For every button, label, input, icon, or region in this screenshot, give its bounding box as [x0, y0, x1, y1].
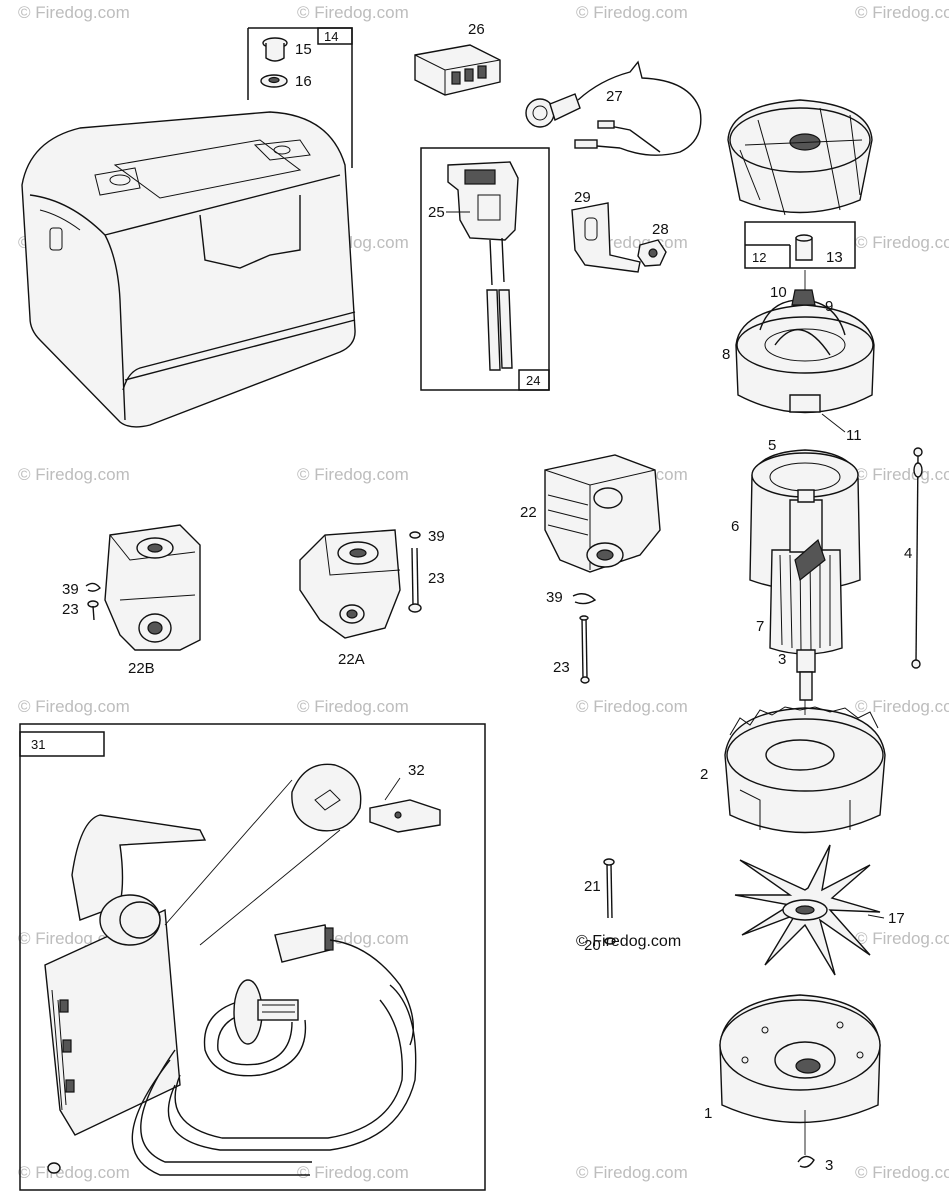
callout-4: 4: [904, 545, 912, 562]
callout-28: 28: [652, 221, 669, 238]
watermark: © Firedog.com: [576, 697, 688, 716]
bolt-21-icon: [603, 858, 615, 919]
callout-3b: 3: [825, 1157, 833, 1174]
end-cap-icon: [727, 99, 873, 216]
callout-26: 26: [468, 21, 485, 38]
callout-27: 27: [606, 88, 623, 105]
controller-body-icon: [44, 814, 207, 1136]
watermark: © Firedog.com: [855, 1163, 949, 1182]
part-12-group: 12 13: [727, 99, 873, 269]
callout-22b: 22B: [128, 660, 155, 677]
callout-9: 9: [825, 298, 833, 315]
callout-2: 2: [700, 766, 708, 783]
callout-14: 14: [324, 29, 338, 44]
callout-39c: 39: [546, 589, 563, 606]
callout-3a: 3: [778, 651, 786, 668]
callout-39b: 39: [428, 528, 445, 545]
part-14-group: 14 15 16: [247, 27, 353, 168]
callout-23c: 23: [553, 659, 570, 676]
pump-22a-icon: [299, 529, 401, 639]
connector-26-icon: [414, 44, 501, 96]
watermark: © Firedog.com: [297, 697, 409, 716]
harness-connector-icon: [274, 924, 415, 1046]
stator-assembly-icon: [735, 289, 875, 414]
bracket-29-icon: [571, 202, 641, 273]
callout-25: 25: [428, 204, 445, 221]
callout-29: 29: [574, 189, 591, 206]
copyright-stamp: © Firedog.com: [576, 933, 681, 950]
clip-39-icon: [572, 593, 597, 605]
nut-28-icon: [637, 239, 667, 267]
callout-31: 31: [31, 737, 45, 752]
callout-10: 10: [770, 284, 787, 301]
callout-17: 17: [888, 910, 905, 927]
washer-16-icon: [260, 74, 288, 88]
watermark: © Firedog.com: [855, 3, 949, 22]
watermark: © Firedog.com: [18, 465, 130, 484]
flywheel-1-icon: [719, 994, 881, 1124]
callout-16: 16: [295, 73, 312, 90]
callout-5: 5: [768, 437, 776, 454]
engine-cover: [21, 111, 356, 428]
watermark: © Firedog.com: [855, 465, 949, 484]
watermark: © Firedog.com: [297, 1163, 409, 1182]
cam-disc-icon: [291, 763, 362, 832]
watermark: © Firedog.com: [576, 3, 688, 22]
watermark: © Firedog.com: [855, 697, 949, 716]
callout-23b: 23: [428, 570, 445, 587]
callout-11: 11: [846, 427, 862, 444]
wire-harness-icon: [131, 979, 417, 1176]
part-24-group: 24 25: [420, 147, 550, 391]
clip-39-icon: [85, 582, 101, 592]
part-31-group: 31 32: [19, 723, 486, 1191]
callout-6: 6: [731, 518, 739, 535]
callout-21: 21: [584, 878, 601, 895]
screw-23-icon: [87, 600, 99, 621]
watermark: © Firedog.com: [297, 465, 409, 484]
cable-27-icon: [525, 60, 702, 156]
bolt-23-icon: [579, 615, 590, 684]
callout-15: 15: [295, 41, 312, 58]
callout-7: 7: [756, 618, 764, 635]
callout-13: 13: [826, 249, 843, 266]
watermark: © Firedog.com: [18, 3, 130, 22]
cap-15-icon: [262, 37, 288, 62]
callout-22a: 22A: [338, 651, 365, 668]
end-housing-2-icon: [724, 706, 886, 834]
washer-39-icon: [409, 531, 421, 539]
callout-23a: 23: [62, 601, 79, 618]
callout-12: 12: [752, 250, 766, 265]
sensor-25-icon: [447, 161, 519, 371]
watermark: © Firedog.com: [18, 1163, 130, 1182]
clip-3-icon: [797, 1155, 815, 1168]
callout-8: 8: [722, 346, 730, 363]
nut-icon: [47, 1162, 61, 1174]
watermark: © Firedog.com: [855, 233, 949, 252]
armature-7-icon: [769, 489, 843, 701]
washer-20-icon: [604, 937, 616, 945]
callout-32: 32: [408, 762, 425, 779]
callout-24: 24: [526, 373, 540, 388]
pump-22-icon: [544, 454, 661, 573]
rod-4-icon: [911, 447, 923, 669]
watermark: © Firedog.com: [18, 697, 130, 716]
watermark: © Firedog.com: [855, 929, 949, 948]
plate-32-icon: [369, 799, 441, 833]
bushing-13-icon: [795, 234, 813, 261]
watermark: © Firedog.com: [576, 1163, 688, 1182]
callout-22: 22: [520, 504, 537, 521]
pump-22b-icon: [104, 524, 201, 651]
callout-39a: 39: [62, 581, 79, 598]
callout-1: 1: [704, 1105, 712, 1122]
callout-20: 20: [584, 937, 601, 954]
watermark: © Firedog.com: [297, 3, 409, 22]
bolt-23-icon: [408, 547, 422, 613]
fan-17-icon: [734, 844, 881, 976]
